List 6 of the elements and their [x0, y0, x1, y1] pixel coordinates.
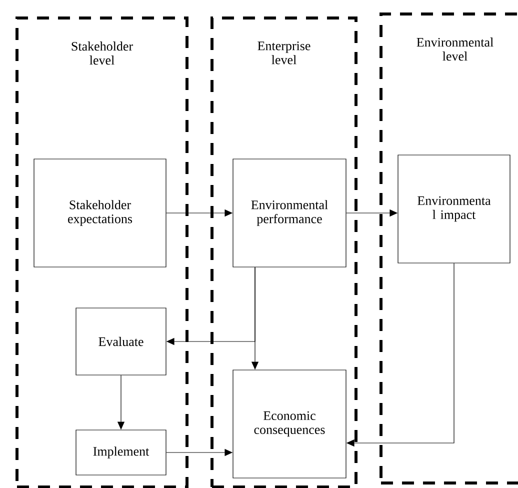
process-box: Environmenta l impact [398, 154, 510, 264]
process-box: Implement [76, 430, 166, 476]
process-box: Environmental performance [232, 158, 346, 268]
process-box: Evaluate [76, 308, 166, 376]
process-box: Economic consequences [232, 370, 346, 478]
process-box: Stakeholder expectations [34, 158, 166, 268]
